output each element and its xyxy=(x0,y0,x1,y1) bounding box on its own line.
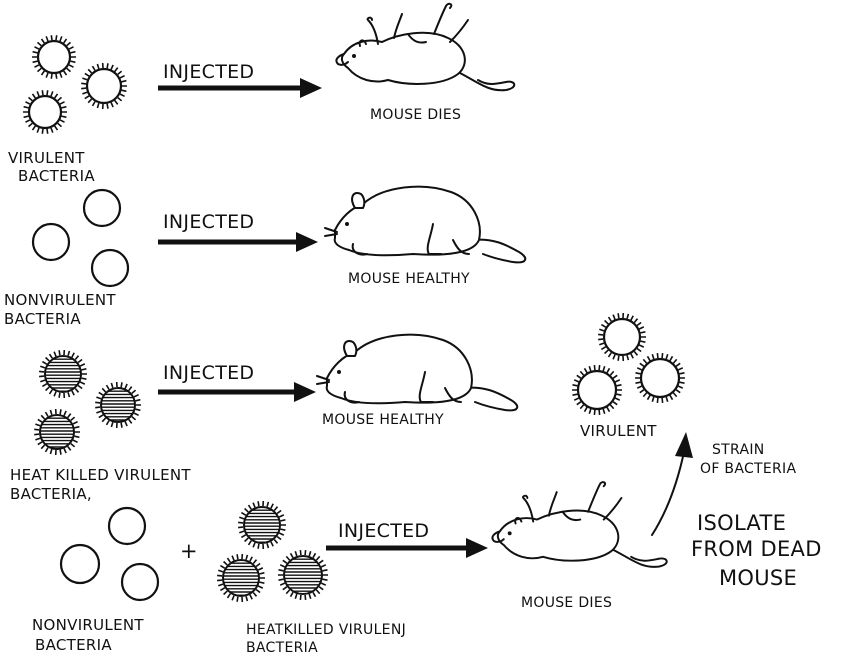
row-4-bacteria-b-label-line-2: BACTERIA xyxy=(246,640,318,656)
row-4-heatkilled-2 xyxy=(217,554,265,602)
isolate-label-line-2: FROM DEAD xyxy=(691,537,822,561)
isolate-label-line-1: ISOLATE xyxy=(697,511,786,535)
row-2-bacterium-2 xyxy=(33,224,69,260)
isolate-label-line-3: MOUSE xyxy=(719,566,797,590)
row-3-bacteria-label-line-2: BACTERIA, xyxy=(10,485,92,503)
row-4-heatkilled-3 xyxy=(278,550,328,600)
result-virulent-label: VIRULENT xyxy=(580,422,657,440)
result-bacterium-1 xyxy=(598,313,646,361)
row-1-bacterium-3 xyxy=(23,90,67,134)
row-4-nonvirulent-3 xyxy=(122,564,158,600)
row-2-bacterium-3 xyxy=(92,250,128,286)
row-3-bacterium-1 xyxy=(39,350,87,398)
strain-label-line-1: STRAIN xyxy=(712,442,765,458)
result-bacterium-2 xyxy=(572,365,622,415)
row-4-bacteria-a-label-line-1: NONVIRULENT xyxy=(32,616,144,634)
isolate-arrowhead xyxy=(675,432,693,458)
row-3-arrow xyxy=(158,382,316,402)
row-1-bacteria-label-line-2: BACTERIA xyxy=(18,167,95,185)
row-4-injected-label: INJECTED xyxy=(338,520,429,542)
row-4-heatkilled-1 xyxy=(238,501,286,549)
row-4-nonvirulent-2 xyxy=(61,545,99,583)
row-3-bacterium-2 xyxy=(95,382,141,428)
row-1-injected-label: INJECTED xyxy=(163,61,254,83)
row-3-outcome-label: MOUSE HEALTHY xyxy=(322,412,444,428)
row-2-injected-label: INJECTED xyxy=(163,211,254,233)
row-4-outcome-label: MOUSE DIES xyxy=(521,595,612,611)
row-2-outcome-label: MOUSE HEALTHY xyxy=(348,271,470,287)
row-3-bacterium-3 xyxy=(34,409,80,455)
row-2-bacteria-label-line-2: BACTERIA xyxy=(4,310,81,328)
isolate-arrow xyxy=(652,452,684,535)
row-2-arrow xyxy=(158,232,318,252)
row-3-injected-label: INJECTED xyxy=(163,362,254,384)
row-1-dead-mouse xyxy=(336,4,514,90)
row-4-bacteria-a-label-line-2: BACTERIA xyxy=(35,636,112,654)
row-2-bacterium-1 xyxy=(84,190,120,226)
row-1-bacterium-1 xyxy=(32,35,76,79)
result-bacterium-3 xyxy=(635,353,685,403)
row-4-bacteria-b-label-line-1: HEATKILLED VIRULENJ xyxy=(246,622,406,638)
row-2-healthy-mouse xyxy=(325,187,525,263)
row-1-bacteria-label-line-1: VIRULENT xyxy=(8,149,85,167)
row-3-healthy-mouse xyxy=(317,335,517,411)
strain-label-line-2: OF BACTERIA xyxy=(700,461,796,477)
row-1-outcome-label: MOUSE DIES xyxy=(370,107,461,123)
plus-sign: + xyxy=(180,539,198,563)
row-4-dead-mouse xyxy=(492,482,666,567)
row-3-bacteria-label-line-1: HEAT KILLED VIRULENT xyxy=(10,466,191,484)
row-2-bacteria-label-line-1: NONVIRULENT xyxy=(4,291,116,309)
row-1-bacterium-2 xyxy=(81,63,127,109)
row-4-nonvirulent-1 xyxy=(109,508,145,544)
